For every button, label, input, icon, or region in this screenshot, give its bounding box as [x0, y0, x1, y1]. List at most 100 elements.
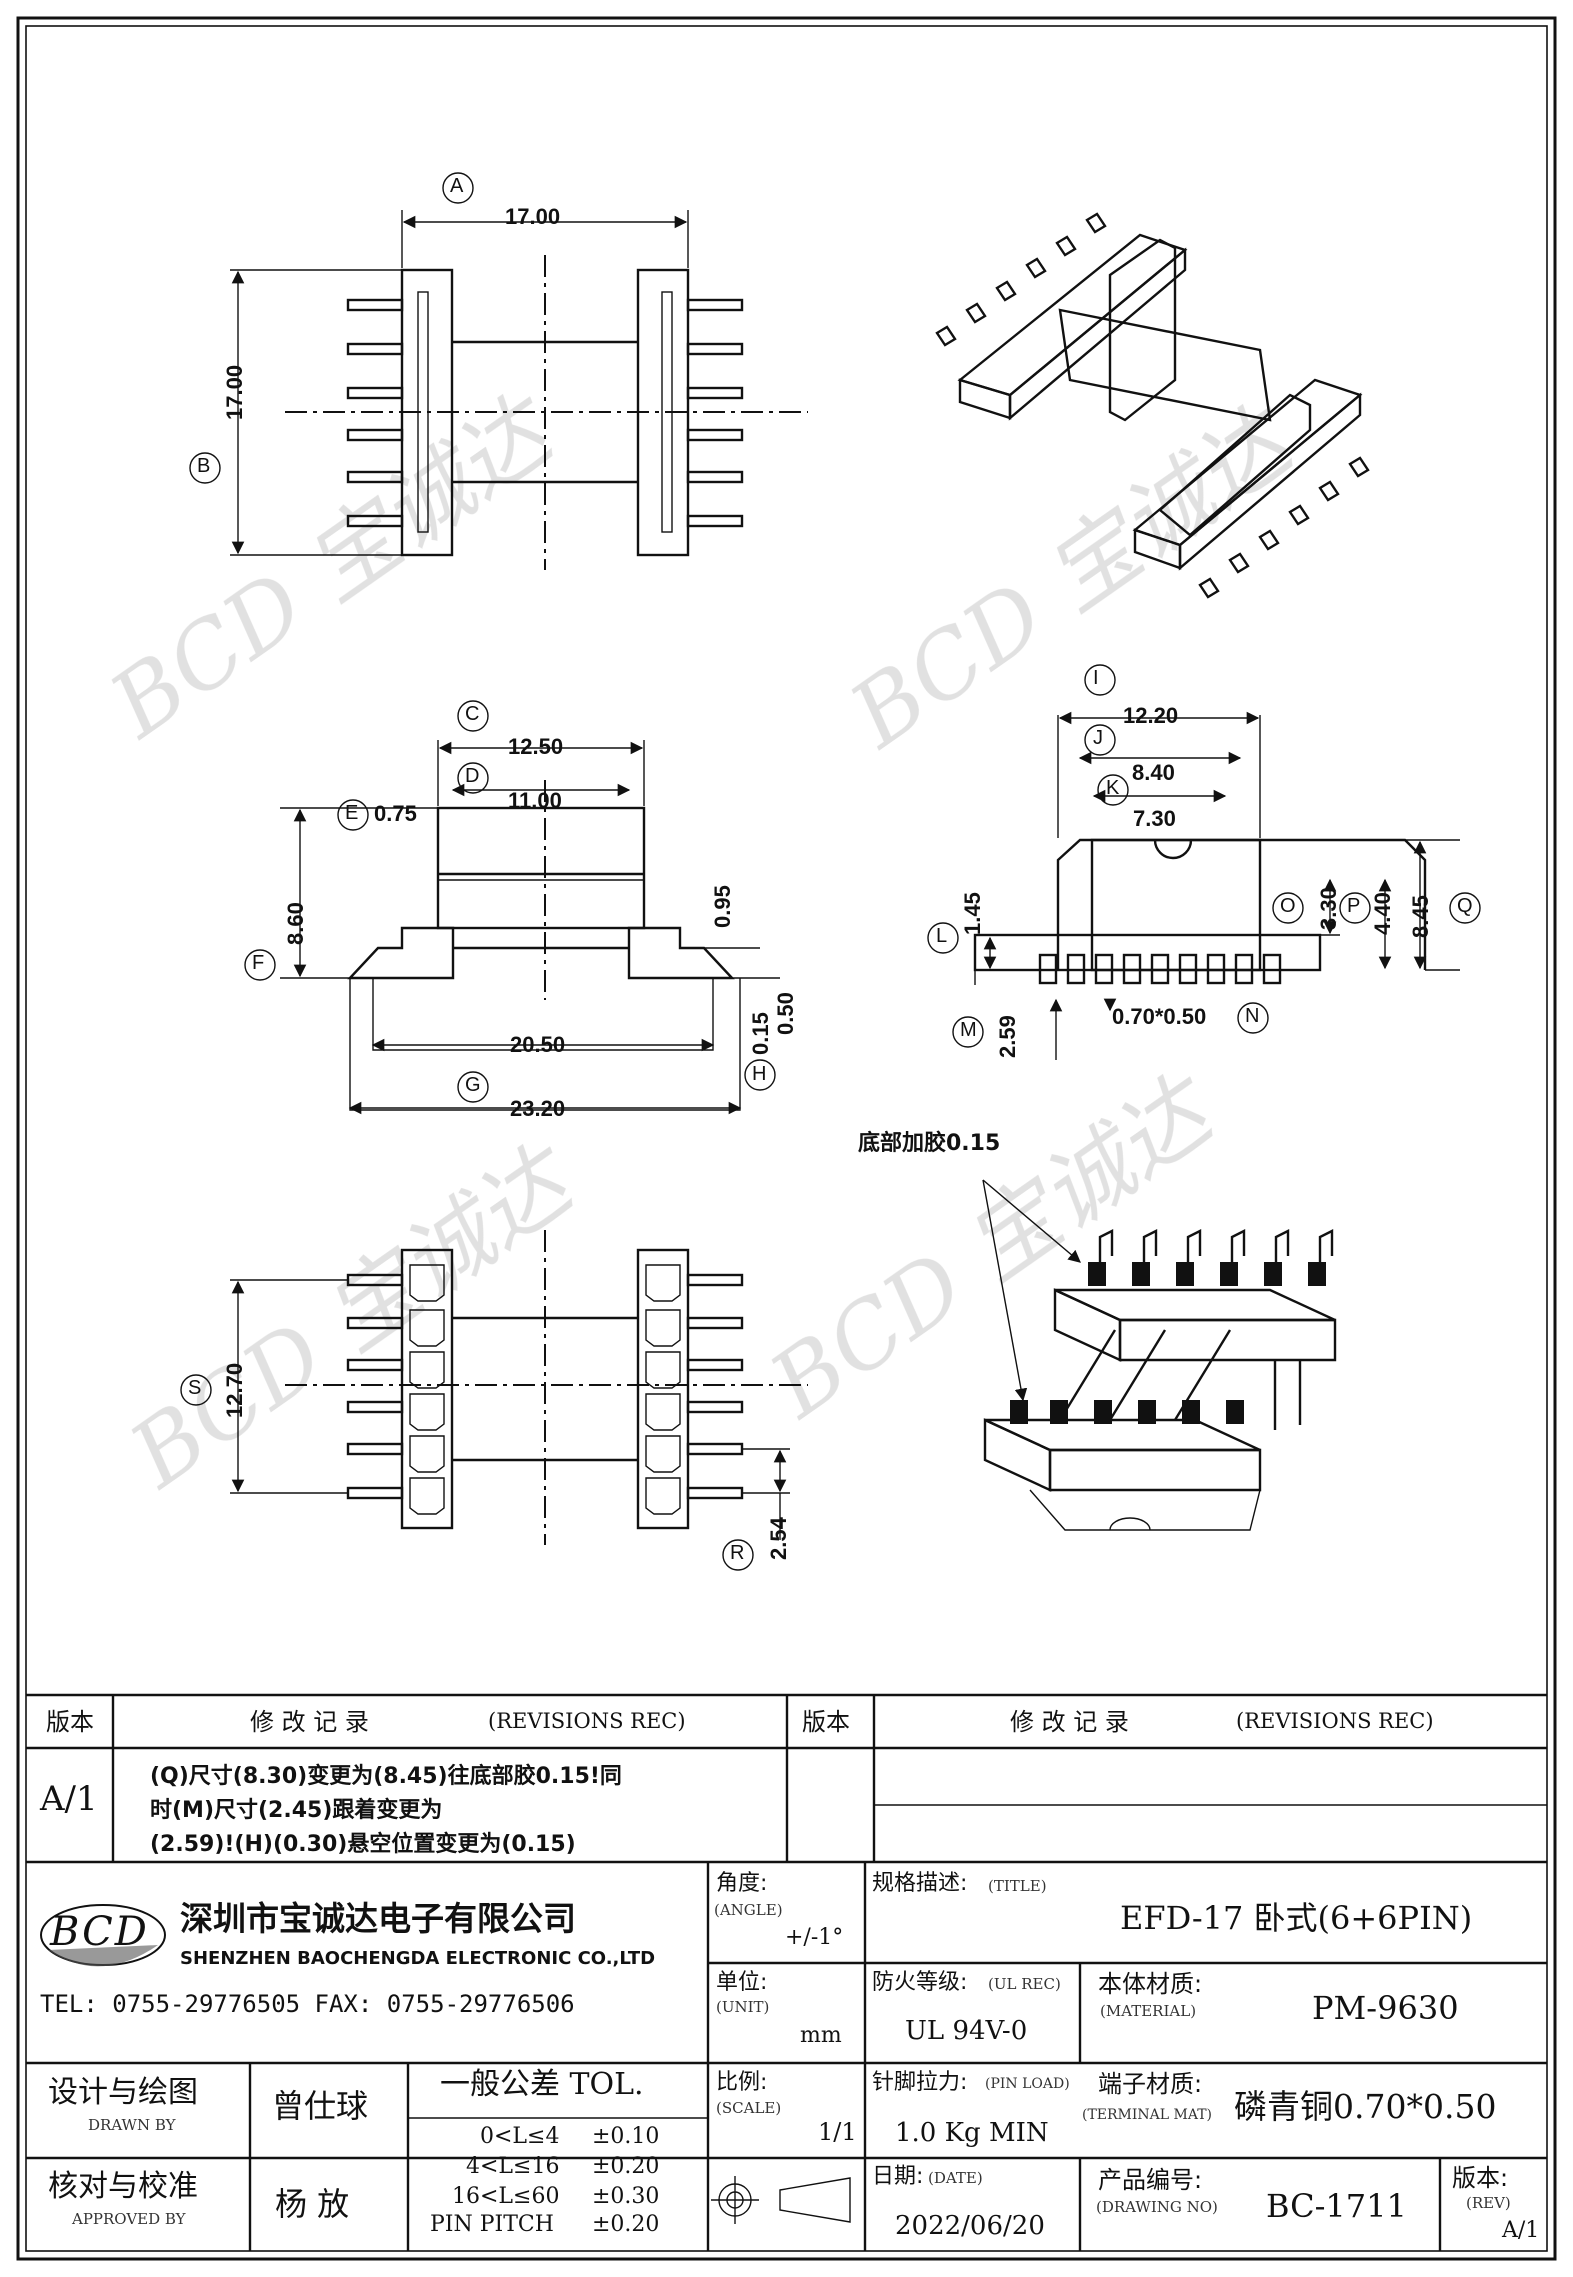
letter-m: M: [960, 1019, 977, 1041]
letter-n: N: [1245, 1005, 1260, 1027]
bottom-view: [180, 1230, 808, 1571]
iso-view-top: [935, 212, 1370, 599]
dim-a-label: 17.00: [505, 204, 561, 229]
dim-k-label: 7.30: [1133, 806, 1176, 831]
drawing-no-label: 产品编号:: [1098, 2166, 1203, 2194]
tol-val-1: ±0.10: [592, 2124, 660, 2149]
title-label: 规格描述:: [872, 1871, 968, 1896]
title-value: EFD-17 卧式(6+6PIN): [1120, 1899, 1473, 1937]
dim-r-label: 2.54: [766, 1517, 791, 1560]
date-label-en: (DATE): [928, 2169, 983, 2187]
letter-g: G: [465, 1074, 481, 1096]
tol-range-4: PIN PITCH: [430, 2212, 554, 2237]
material-label-en: (MATERIAL): [1100, 2002, 1197, 2020]
dim-q-label: 8.45: [1408, 895, 1433, 938]
rev-col-record-en-2: (REVISIONS REC): [1236, 1709, 1434, 1733]
letter-l: L: [936, 925, 948, 947]
rev-line-3: (2.59)!(H)(0.30)悬空位置变更为(0.15): [150, 1832, 576, 1857]
dim-d-label: 11.00: [508, 788, 562, 813]
drawing-no-label-en: (DRAWING NO): [1096, 2198, 1218, 2216]
scale-label-en: (SCALE): [716, 2099, 782, 2117]
dim-e-label: 0.75: [374, 801, 417, 826]
approve-label-en: APPROVED BY: [72, 2210, 186, 2228]
rev-col-record-en: (REVISIONS REC): [488, 1709, 686, 1733]
letter-i: I: [1093, 667, 1099, 689]
angle-value: +/-1°: [785, 1925, 844, 1950]
tol-val-4: ±0.20: [592, 2212, 660, 2237]
letter-a: A: [450, 175, 464, 197]
letter-q: Q: [1457, 895, 1473, 917]
dim-2050-label: 20.50: [510, 1032, 566, 1057]
scale-label: 比例:: [716, 2070, 768, 2095]
angle-label: 角度:: [716, 1871, 768, 1896]
fire-value: UL 94V-0: [905, 2016, 1028, 2046]
dim-s-label: 12.70: [222, 1362, 247, 1418]
rev-label: 版本:: [1452, 2164, 1509, 2192]
letter-r: R: [730, 1542, 745, 1564]
fire-label: 防火等级:: [872, 1970, 968, 1995]
rev-line-1: (Q)尺寸(8.30)变更为(8.45)往底部胶0.15!同: [150, 1764, 622, 1789]
pin-load-value: 1.0 Kg MIN: [895, 2118, 1049, 2148]
letter-e: E: [345, 802, 359, 824]
pin-load-label-en: (PIN LOAD): [985, 2076, 1070, 2092]
unit-label-en: (UNIT): [716, 1998, 770, 2016]
company-name-cn: 深圳市宝诚达电子有限公司: [180, 1899, 576, 1938]
dim-095-label: 0.95: [710, 885, 735, 928]
dim-n-label: 0.70*0.50: [1112, 1004, 1207, 1029]
company-logo: [40, 1904, 166, 1967]
rev-value-block: A/1: [1502, 2218, 1540, 2243]
company-name-en: SHENZHEN BAOCHENGDA ELECTRONIC CO.,LTD: [180, 1948, 656, 1969]
pin-load-label: 针脚拉力:: [872, 2070, 968, 2095]
svg-text:BCD 宝诚达: BCD 宝诚达: [831, 385, 1317, 769]
logo-text: BCD: [50, 1909, 149, 1955]
rev-col-version: 版本: [46, 1708, 94, 1736]
unit-label: 单位:: [716, 1970, 768, 1995]
rev-col-record-2: 修 改 记 录: [1010, 1708, 1129, 1736]
top-view: [189, 172, 808, 570]
terminal-label-en: (TERMINAL MAT): [1082, 2107, 1213, 2123]
glue-note: 底部加胶0.15: [858, 1131, 1001, 1156]
terminal-value: 磷青铜0.70*0.50: [1234, 2087, 1497, 2126]
dim-o-label: 3.30: [1316, 887, 1341, 930]
rev-label-en: (REV): [1466, 2194, 1511, 2212]
projection-symbol: [711, 2176, 851, 2224]
title-label-en: (TITLE): [988, 1877, 1047, 1895]
terminal-label: 端子材质:: [1098, 2070, 1203, 2098]
letter-s: S: [188, 1377, 202, 1399]
angle-label-en: (ANGLE): [714, 1901, 783, 1919]
watermark: BCD 宝诚达 BCD 宝诚达 BCD 宝诚达 BCD 宝诚达: [91, 375, 1317, 1509]
letter-c: C: [465, 703, 480, 725]
unit-value: mm: [800, 2023, 842, 2048]
letter-p: P: [1347, 895, 1361, 917]
design-name: 曾仕球: [272, 2087, 369, 2125]
rev-line-2: 时(M)尺寸(2.45)跟着变更为: [150, 1798, 443, 1823]
letter-o: O: [1280, 895, 1296, 917]
tol-range-3: 16<L≤60: [452, 2184, 560, 2209]
design-label: 设计与绘图: [48, 2075, 198, 2110]
rev-value: A/1: [40, 1779, 98, 1819]
letter-b: B: [197, 455, 211, 477]
dim-p-label: 4.40: [1370, 892, 1395, 935]
design-label-en: DRAWN BY: [88, 2116, 176, 2134]
material-value: PM-9630: [1312, 1989, 1459, 2027]
tol-val-3: ±0.30: [592, 2184, 660, 2209]
tol-range-1: 0<L≤4: [480, 2124, 560, 2149]
dim-c-label: 12.50: [508, 734, 564, 759]
tol-title: 一般公差 TOL.: [440, 2067, 644, 2102]
letter-d: D: [465, 765, 480, 787]
dim-l-label: 1.45: [960, 892, 985, 935]
dim-j-label: 8.40: [1132, 760, 1175, 785]
drawing-no-value: BC-1711: [1266, 2187, 1407, 2225]
dim-b-label: 17.00: [222, 364, 247, 420]
rev-col-version-2: 版本: [802, 1708, 850, 1736]
tol-range-2: 4<L≤16: [466, 2154, 560, 2179]
fire-label-en: (UL REC): [988, 1975, 1061, 1993]
tol-val-2: ±0.20: [592, 2154, 660, 2179]
svg-text:BCD 宝诚达: BCD 宝诚达: [751, 1055, 1237, 1439]
rev-col-record: 修 改 记 录: [250, 1708, 369, 1736]
letter-h: H: [752, 1063, 767, 1085]
company-tel-fax: TEL: 0755-29776505 FAX: 0755-29776506: [40, 1990, 575, 2018]
material-label: 本体材质:: [1098, 1970, 1203, 1998]
